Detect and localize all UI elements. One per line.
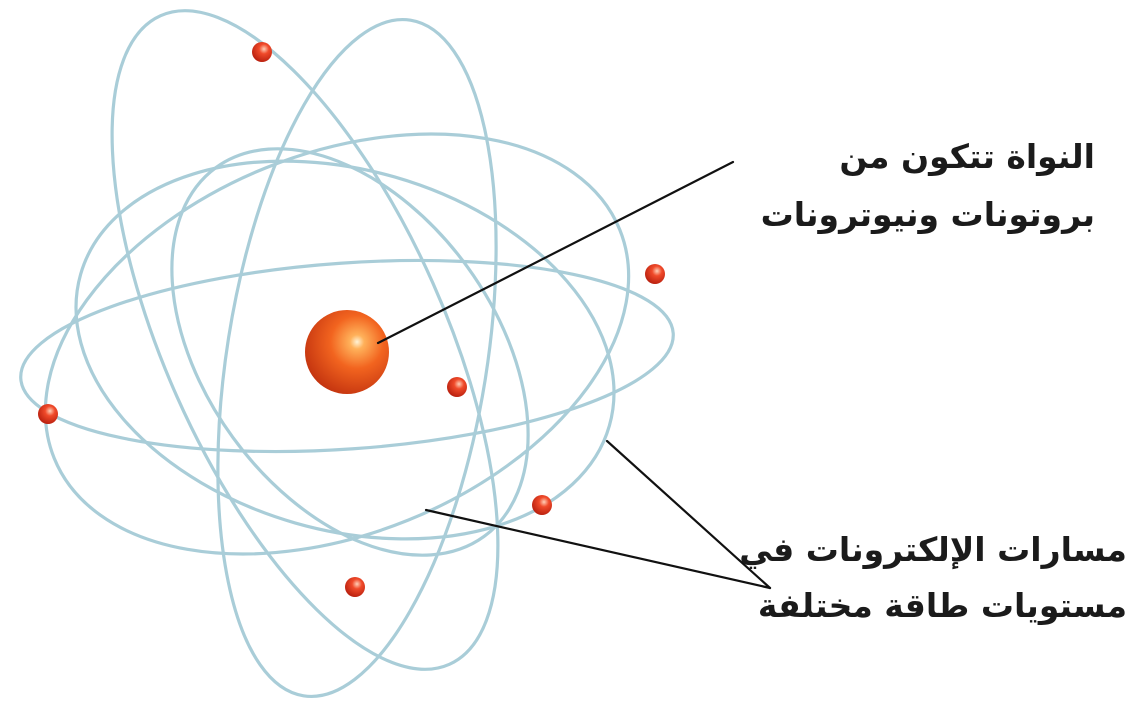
nucleus-label: النواة تتكون من بروتونات ونيوترونات — [761, 128, 1095, 244]
electron — [252, 42, 272, 62]
electron — [38, 404, 58, 424]
orbit-pointer-line — [426, 510, 770, 588]
nucleus — [305, 310, 389, 394]
nucleus-label-line-2: بروتونات ونيوترونات — [761, 186, 1095, 244]
electron — [447, 377, 467, 397]
orbits-label: مسارات الإلكترونات في مستويات طاقة مختلف… — [739, 522, 1127, 634]
nucleus-label-line-1: النواة تتكون من — [761, 128, 1095, 186]
orbits-label-line-1: مسارات الإلكترونات في — [739, 522, 1127, 578]
electron — [345, 577, 365, 597]
electron — [645, 264, 665, 284]
orbits-label-line-2: مستويات طاقة مختلفة — [739, 578, 1127, 634]
electron — [532, 495, 552, 515]
